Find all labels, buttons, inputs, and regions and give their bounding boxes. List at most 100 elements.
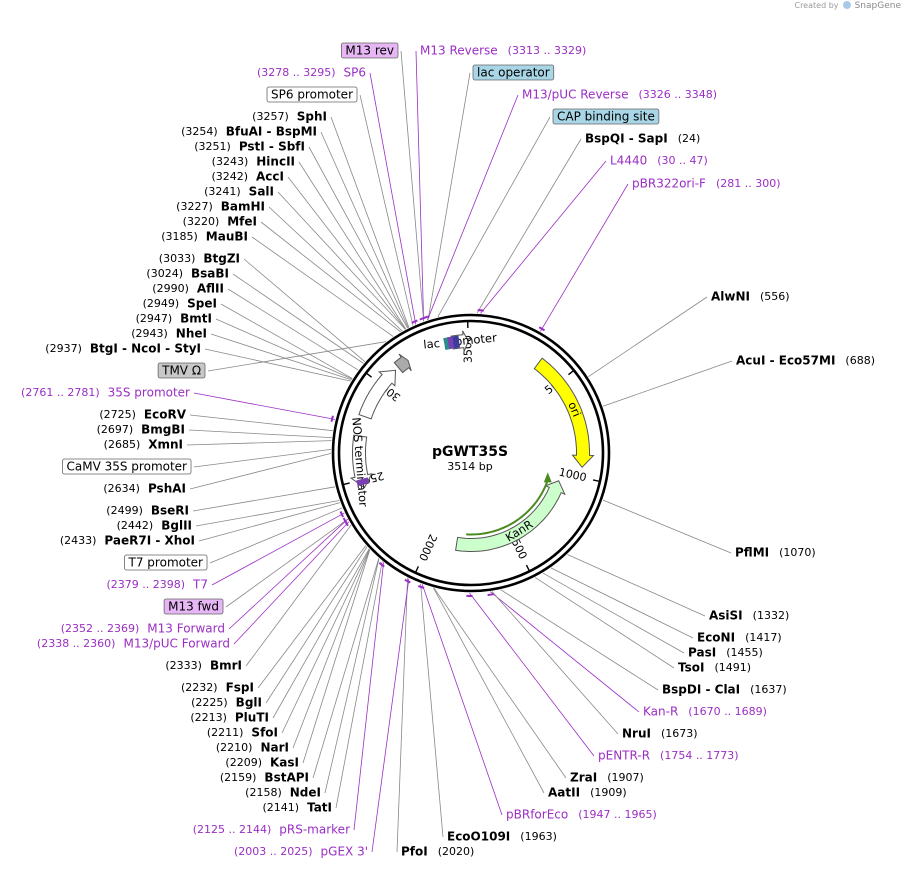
site-name: SfoI xyxy=(251,726,278,740)
site-position: (2213) xyxy=(190,711,227,724)
tmv-label: TMV Ω xyxy=(157,362,206,379)
site-name: TsoI xyxy=(678,661,704,675)
site-name: EcoRV xyxy=(144,408,187,422)
site-position: (1963) xyxy=(520,830,557,843)
site-position: (2685) xyxy=(104,438,141,451)
site-position: (1332) xyxy=(753,609,790,622)
bseri-label: BseRI(2499) xyxy=(106,504,189,518)
site-position: (2338 .. 2360) xyxy=(37,637,116,650)
site-name: pRS-marker xyxy=(279,823,350,837)
ndei-label: NdeI(2158) xyxy=(245,786,321,800)
leader-line xyxy=(353,562,385,831)
site-name: EcoO109I xyxy=(447,830,510,844)
leader-line xyxy=(359,94,414,326)
primer-site-mark xyxy=(378,562,385,568)
snapgene-credit: Created by SnapGene xyxy=(794,1,901,11)
bsabi-label: BsaBI(3024) xyxy=(146,267,229,281)
site-name: L4440 xyxy=(610,154,647,168)
site-position: (2943) xyxy=(131,327,168,340)
site-name: PstI - SbfI xyxy=(239,140,305,154)
leader-line xyxy=(232,273,364,364)
site-position: (1947 .. 1965) xyxy=(578,808,657,821)
leader-line xyxy=(245,524,352,667)
site-position: (2725) xyxy=(99,408,136,421)
camv-35s-promoter-text: CaMV 35S promoter xyxy=(67,460,188,474)
site-name: BtgI - NcoI - StyI xyxy=(90,342,201,356)
site-name: BfuAI - BspMI xyxy=(226,125,317,139)
bmti-label: BmtI(2947) xyxy=(136,312,212,326)
leader-line xyxy=(427,72,471,320)
tmv-text: TMV Ω xyxy=(161,364,201,378)
site-name: M13/pUC Reverse xyxy=(522,88,629,102)
site-position: (2225) xyxy=(191,696,228,709)
site-position: (1673) xyxy=(661,727,698,740)
pshai-label: PshAI(2634) xyxy=(103,482,186,496)
m13-fwd-text: M13 fwd xyxy=(168,600,219,614)
tsoi-label: TsoI(1491) xyxy=(678,661,751,675)
cap-binding-site-text: CAP binding site xyxy=(557,110,655,124)
m13-puc-forward-label: M13/pUC Forward(2338 .. 2360) xyxy=(37,637,230,651)
leader-line xyxy=(225,518,348,608)
site-position: (688) xyxy=(845,354,875,367)
site-name: AccI xyxy=(256,170,284,184)
bgli-label: BglI(2225) xyxy=(191,696,262,710)
tick-mark xyxy=(365,372,373,378)
site-position: (3220) xyxy=(183,215,220,228)
m13-fwd-box xyxy=(163,598,224,615)
small-feature-block xyxy=(356,477,370,487)
sali-label: SalI(3241) xyxy=(204,185,274,199)
ecoo109i-label: EcoO109I (1963) xyxy=(447,830,557,844)
primer-site-mark xyxy=(339,511,345,518)
leader-line xyxy=(540,183,629,332)
site-name: BsaBI xyxy=(191,267,229,281)
site-position: (2379 .. 2398) xyxy=(106,578,185,591)
leader-line xyxy=(292,549,370,749)
pgex-3-label: pGEX 3'(2003 .. 2025) xyxy=(234,845,368,859)
bstapi-label: BstAPI(2159) xyxy=(220,771,309,785)
leader-line xyxy=(257,545,367,689)
pentr-r-label: pENTR-R(1754 .. 1773) xyxy=(598,749,739,763)
plasmid-name: pGWT35S xyxy=(432,444,508,460)
label-leader-lines xyxy=(186,50,733,853)
m13-rev-box xyxy=(341,42,399,59)
site-name: AatII xyxy=(548,786,580,800)
site-name: M13 Reverse xyxy=(420,44,498,58)
leader-line xyxy=(415,50,425,322)
camv-35s-promoter-feature xyxy=(358,369,397,420)
tick-mark xyxy=(568,369,575,376)
primer-site-mark xyxy=(411,319,418,324)
tmv-box xyxy=(157,362,206,379)
leader-line xyxy=(195,500,340,527)
acui-eco57mi-label: AcuI - Eco57MI(688) xyxy=(736,354,875,368)
leader-line xyxy=(272,548,370,719)
leader-line xyxy=(192,486,336,512)
btgi-ncoi-styi-label: BtgI - NcoI - StyI(2937) xyxy=(45,342,201,356)
site-position: (2634) xyxy=(103,482,140,495)
site-position: (2232) xyxy=(181,681,218,694)
site-name: BspDI - ClaI xyxy=(662,683,740,697)
site-name: BstAPI xyxy=(264,771,309,785)
nhei-label: NheI(2943) xyxy=(131,327,207,341)
leader-line xyxy=(480,160,607,314)
site-name: MfeI xyxy=(227,215,257,229)
pflmi-label: PflMI(1070) xyxy=(735,546,816,560)
leader-line xyxy=(227,288,359,371)
site-labels: M13 Reverse(3313 .. 3329)lac operatorM13… xyxy=(21,42,875,859)
site-position: (3185) xyxy=(161,230,198,243)
site-position: (2158) xyxy=(245,786,282,799)
site-name: BmtI xyxy=(180,312,212,326)
plasmid-length: 3514 bp xyxy=(447,460,492,473)
site-position: (2209) xyxy=(225,756,262,769)
site-position: (281 .. 300) xyxy=(716,177,781,190)
kasi-label: KasI(2209) xyxy=(225,756,299,770)
camv-35s-promoter-label: CaMV 35S promoter xyxy=(62,458,192,475)
kanr-inner-arrow-head xyxy=(543,472,552,483)
sp6-promoter-text: SP6 promoter xyxy=(271,88,353,102)
leader-line xyxy=(302,549,371,764)
leader-line xyxy=(233,521,350,645)
primer-site-mark xyxy=(344,519,349,527)
bspdi-clai-label: BspDI - ClaI(1637) xyxy=(662,683,787,697)
site-name: AsiSI xyxy=(709,609,743,623)
nari-label: NarI(2210) xyxy=(216,741,289,755)
